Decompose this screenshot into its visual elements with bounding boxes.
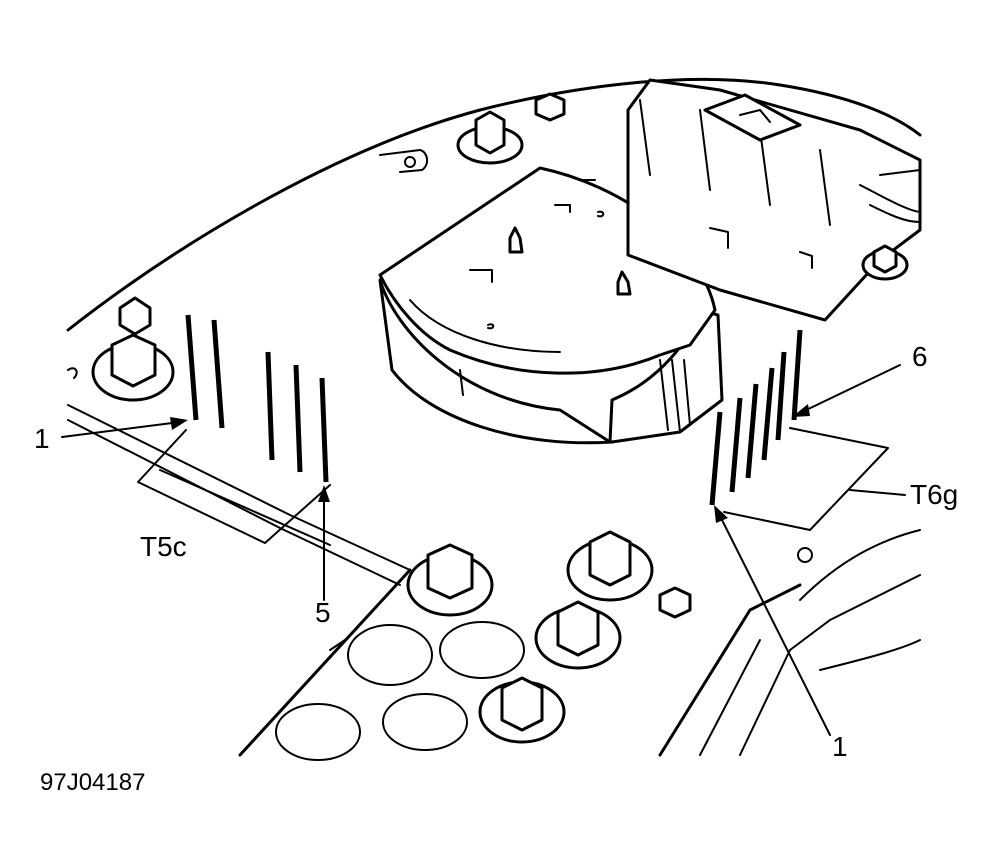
lamp-holes [275, 621, 525, 761]
bulb-socket-4 [478, 676, 566, 744]
callout-6: 6 [912, 341, 928, 372]
hex-nut-top-small [534, 92, 566, 122]
connector-block [626, 78, 922, 322]
hex-screw-left [118, 296, 152, 336]
callout-1-right: 1 [832, 731, 848, 762]
callout-t5c: T5c [140, 531, 187, 562]
hex-screw-small [658, 586, 692, 619]
board-slots [67, 149, 813, 563]
circuit-board [66, 77, 922, 757]
connector-t5c-pins [185, 314, 329, 483]
bulb-socket-1 [406, 543, 494, 617]
bulb-socket-3 [534, 600, 622, 670]
callout-1-left: 1 [34, 423, 50, 454]
bulb-socket-2 [566, 530, 654, 602]
connector-t6g-pins [709, 329, 803, 506]
hex-nut-right [861, 244, 909, 281]
callout-t6g: T6g [910, 479, 958, 510]
hex-nut-upper [456, 110, 524, 165]
bulb-socket-left [91, 333, 175, 402]
callout-5: 5 [315, 597, 331, 628]
figure-reference: 97J04187 [40, 769, 145, 796]
leader-lines [61, 364, 906, 736]
